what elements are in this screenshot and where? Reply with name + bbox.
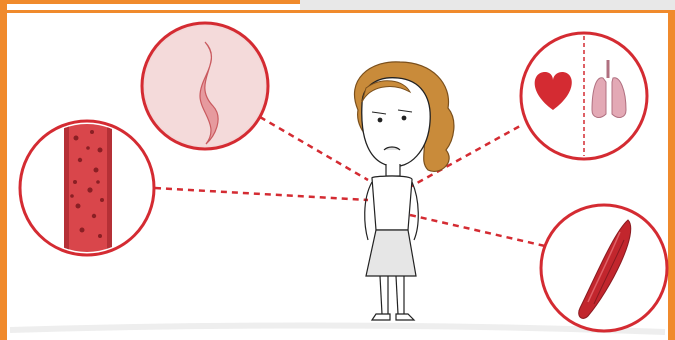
skirt <box>366 230 416 276</box>
ground-shadow <box>10 325 665 332</box>
blood-vessel-cells-icon <box>64 118 112 258</box>
blood-vessel-circle <box>20 118 154 258</box>
connector-vessel <box>155 188 368 200</box>
connector-muscle <box>410 215 545 246</box>
muscle-circle <box>541 205 667 331</box>
heart-lungs-circle <box>521 33 647 159</box>
connector-sickle <box>260 117 368 180</box>
girl-figure <box>354 62 453 320</box>
sickle-cell-circle <box>142 23 268 149</box>
shirt <box>372 176 412 230</box>
